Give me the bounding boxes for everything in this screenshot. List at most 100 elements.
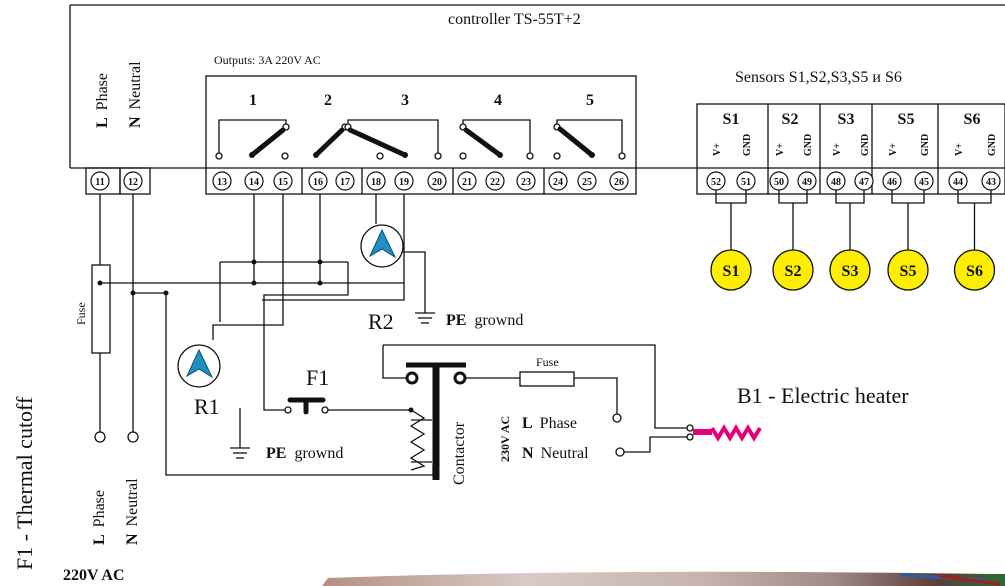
pin-gnd-label: GND — [742, 134, 753, 156]
sensor-s6-probe: S6 — [953, 190, 996, 291]
svg-text:L Phase: L Phase — [94, 73, 111, 128]
svg-text:51: 51 — [741, 177, 751, 188]
svg-text:14: 14 — [249, 177, 259, 188]
terminal-14: 14 — [244, 171, 264, 191]
pump-r2-icon: R2 — [360, 224, 435, 334]
sensor-header-s1: S1 — [723, 111, 740, 128]
sensor-s2-probe: S2 — [772, 190, 814, 291]
sensor-s6-label: S6 — [966, 263, 983, 280]
terminal-51: 51 — [736, 171, 756, 191]
svg-text:20: 20 — [432, 177, 442, 188]
terminal-52: 52 — [706, 171, 726, 191]
relay-5-contacts — [553, 119, 626, 160]
pin-plus-label: V+ — [775, 143, 786, 156]
svg-text:25: 25 — [582, 177, 592, 188]
mains-phase-label: L Phase — [91, 490, 108, 545]
relay-4-contacts — [459, 119, 534, 160]
svg-text:46: 46 — [887, 177, 897, 188]
terminal-18: 18 — [366, 171, 386, 191]
sensor-header-s2: S2 — [782, 111, 799, 128]
sensor-s3-label: S3 — [842, 263, 859, 280]
fuse-right: Fuse — [519, 355, 575, 387]
mains-voltage-label: 220V AC — [63, 567, 125, 584]
pin-gnd-label: GND — [860, 134, 871, 156]
relay-number-1: 1 — [249, 92, 257, 109]
relay-1-contacts — [215, 119, 290, 160]
terminal-15: 15 — [273, 171, 293, 191]
sensors-block: Sensors S1,S2,S3,S5 и S6 — [696, 69, 1005, 195]
svg-text:24: 24 — [553, 177, 563, 188]
outputs-block: Outputs: 3A 220V AC 1 2 3 4 5 — [205, 53, 637, 195]
voltage-230-label: 230V AC — [498, 416, 512, 462]
svg-text:11: 11 — [95, 177, 104, 188]
controller-title: controller TS-55T+2 — [448, 11, 581, 28]
svg-text:21: 21 — [462, 177, 472, 188]
terminal-49: 49 — [797, 171, 817, 191]
photo-strip — [322, 571, 1005, 586]
thermal-cutoff-side-label: F1 - Thermal cutoff — [12, 396, 37, 570]
terminal-16: 16 — [308, 171, 328, 191]
svg-text:47: 47 — [859, 177, 869, 188]
terminal-11: 11 — [90, 171, 110, 191]
svg-text:N Neutral: N Neutral — [127, 61, 144, 128]
terminal-26: 26 — [609, 171, 629, 191]
svg-text:48: 48 — [831, 177, 841, 188]
fuse-left: Fuse — [74, 264, 111, 354]
svg-text:22: 22 — [490, 177, 500, 188]
sensor-s1-probe: S1 — [710, 190, 752, 291]
outputs-label: Outputs: 3A 220V AC — [214, 53, 321, 67]
relay-number-4: 4 — [494, 92, 502, 109]
terminal-13: 13 — [212, 171, 232, 191]
fuse-left-label: Fuse — [74, 302, 88, 325]
svg-text:15: 15 — [278, 177, 288, 188]
neutral-label-right: N Neutral — [522, 445, 589, 462]
electric-heater-icon: B1 - Electric heater — [686, 383, 909, 442]
svg-text:52: 52 — [711, 177, 721, 188]
terminal-19: 19 — [394, 171, 414, 191]
terminal-21: 21 — [457, 171, 477, 191]
sensor-s5-label: S5 — [900, 263, 917, 280]
terminal-44: 44 — [948, 171, 968, 191]
sensor-header-s6: S6 — [964, 111, 981, 128]
pin-plus-label: V+ — [832, 143, 843, 156]
svg-text:18: 18 — [371, 177, 381, 188]
relay-number-5: 5 — [586, 92, 594, 109]
mains-neutral-label: N Neutral — [124, 478, 141, 545]
terminal-46: 46 — [882, 171, 902, 191]
pin-gnd-label: GND — [987, 134, 998, 156]
contactor-label: Contactor — [451, 421, 468, 485]
r2-label: R2 — [368, 309, 394, 334]
thermal-cutoff-f1-icon: F1 — [284, 365, 329, 415]
sensor-s3-probe: S3 — [829, 190, 871, 291]
terminal-23: 23 — [516, 171, 536, 191]
terminal-24: 24 — [548, 171, 568, 191]
terminal-43: 43 — [981, 171, 1001, 191]
terminal-25: 25 — [577, 171, 597, 191]
svg-text:26: 26 — [614, 177, 624, 188]
svg-text:43: 43 — [986, 177, 996, 188]
heater-label: B1 - Electric heater — [737, 383, 909, 408]
sensor-header-s5: S5 — [898, 111, 915, 128]
terminal-47: 47 — [854, 171, 874, 191]
svg-text:17: 17 — [340, 177, 350, 188]
svg-text:49: 49 — [802, 177, 812, 188]
svg-text:19: 19 — [399, 177, 409, 188]
pin-plus-label: V+ — [888, 143, 899, 156]
terminal-17: 17 — [335, 171, 355, 191]
f1-label: F1 — [306, 365, 329, 390]
terminal-48: 48 — [826, 171, 846, 191]
relay-3-contacts — [344, 119, 442, 160]
n-letter: N — [127, 116, 144, 128]
svg-text:23: 23 — [521, 177, 531, 188]
fuse-right-label: Fuse — [536, 355, 559, 369]
terminal-50: 50 — [769, 171, 789, 191]
relay-number-3: 3 — [401, 92, 409, 109]
l-word: Phase — [94, 73, 111, 110]
contactor-icon: Contactor — [405, 362, 468, 485]
sensor-s1-label: S1 — [723, 263, 740, 280]
pe-ground-2-label: PE grownd — [446, 312, 523, 329]
r1-label: R1 — [194, 394, 220, 419]
